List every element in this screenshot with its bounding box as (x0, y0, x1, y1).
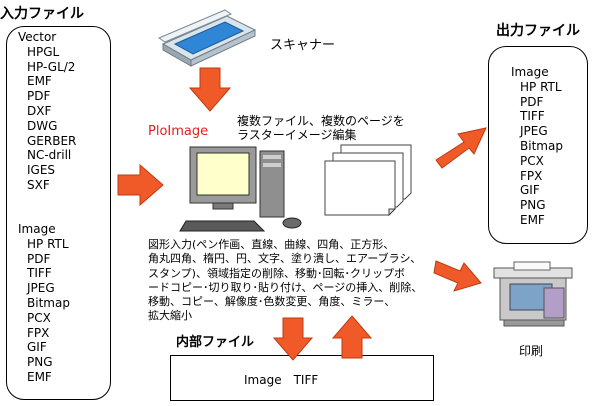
pages-stack-icon (324, 144, 412, 217)
input-files-title: 入力ファイル (0, 6, 84, 22)
output-image-item: EMF (520, 212, 545, 227)
output-image-item: FPX (520, 168, 543, 183)
input-image-item: PNG (27, 355, 53, 370)
input-vector-item: HPGL (27, 44, 60, 59)
computer-icon (179, 146, 302, 232)
internal-files-content: Image TIFF (244, 373, 319, 387)
arrow-to-output-icon (435, 127, 487, 169)
print-label: 印刷 (519, 344, 544, 358)
output-image-header: Image (511, 65, 549, 79)
arrow-down-scanner-icon (188, 67, 232, 112)
input-image-item: TIFF (27, 266, 52, 281)
description-line: 拡大縮小 (148, 309, 192, 323)
internal-files-box: Image TIFF (170, 355, 434, 401)
input-vector-item: DWG (27, 118, 58, 133)
description-line: スタンプ)、領域指定の削除、移動･回転･クリップボ (148, 266, 405, 280)
arrow-down-internal-icon (272, 317, 314, 361)
output-image-item: Bitmap (520, 138, 563, 153)
internal-files-title: 内部ファイル (176, 335, 255, 350)
arrow-up-internal-icon (331, 315, 373, 359)
input-vector-item: SXF (27, 177, 50, 192)
input-vector-item: IGES (27, 163, 56, 178)
input-image-item: FPX (27, 325, 50, 340)
raster-edit-line1: 複数ファイル、複数のページを (237, 114, 405, 128)
description-text: 図形入力(ペン作画、直線、曲線、四角、正方形、角丸四角、楕円、円、文字、塗り潰し… (148, 238, 422, 324)
raster-edit-text: 複数ファイル、複数のページを ラスターイメージ編集 (237, 114, 405, 142)
output-image-item: HP RTL (520, 79, 562, 94)
input-vector-item: HP-GL/2 (27, 59, 76, 74)
arrow-right-input-icon (117, 163, 164, 207)
scanner-icon (157, 9, 257, 67)
output-image-item: GIF (520, 183, 540, 198)
ploimage-label: PloImage (148, 124, 209, 139)
input-image-item: PDF (27, 251, 51, 266)
input-image-item: EMF (27, 369, 52, 384)
output-image-item: PDF (520, 94, 544, 109)
description-line: 図形入力(ペン作画、直線、曲線、四角、正方形、 (148, 238, 395, 251)
output-image-item: JPEG (520, 124, 548, 139)
raster-edit-line2: ラスターイメージ編集 (237, 128, 357, 142)
arrow-to-print-icon (433, 260, 482, 292)
input-image-item: Bitmap (27, 295, 70, 310)
input-image-item: JPEG (27, 281, 55, 296)
input-image-item: HP RTL (27, 236, 69, 251)
input-vector-item: DXF (27, 103, 52, 118)
description-line: 角丸四角、楕円、円、文字、塗り潰し、エアーブラシ、 (148, 252, 422, 266)
input-vector-item: PDF (27, 89, 51, 104)
description-line: ードコピー･切り取り･貼り付け、ページの挿入、削除、 (148, 280, 423, 294)
input-vector-item: NC-drill (27, 148, 72, 163)
input-vector-item: EMF (27, 74, 52, 89)
input-image-header: Image (18, 222, 56, 236)
printer-icon (493, 261, 573, 327)
output-image-item: TIFF (520, 109, 545, 124)
input-image-item: GIF (27, 340, 47, 355)
scanner-label: スキャナー (270, 38, 336, 53)
description-line: 移動、コピー、解像度･色数変更、角度、ミラー、 (148, 295, 396, 309)
input-vector-header: Vector (18, 30, 57, 44)
input-image-item: PCX (27, 310, 51, 325)
output-files-title: 出力ファイル (496, 23, 580, 39)
output-image-item: PCX (520, 153, 544, 168)
input-vector-item: GERBER (27, 133, 77, 148)
output-image-item: PNG (520, 198, 546, 213)
